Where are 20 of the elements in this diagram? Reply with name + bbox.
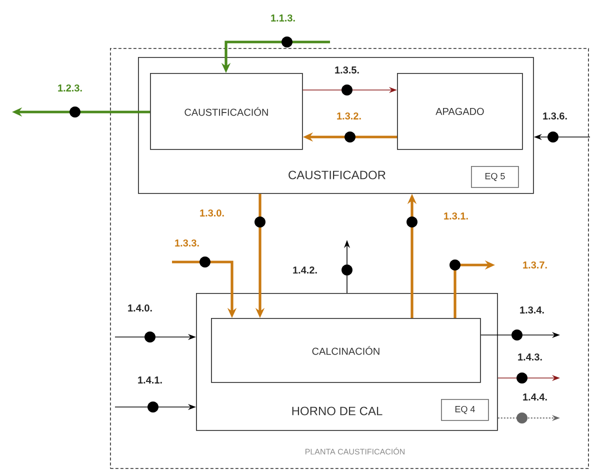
stream-label: 1.3.7. — [523, 261, 547, 269]
stream-label: 1.3.1. — [444, 212, 468, 220]
process-box: APAGADO — [397, 73, 523, 150]
stream-label: 1.1.3. — [271, 14, 295, 22]
equipment-tag: EQ 5 — [471, 166, 519, 188]
stream-label: 1.3.2. — [337, 112, 361, 120]
equipment-tag: EQ 4 — [441, 399, 489, 421]
stream-label: 1.3.4. — [520, 306, 544, 314]
stream-label: 1.4.2. — [293, 266, 317, 274]
process-box: CAUSTIFICACIÓN — [150, 73, 303, 150]
stream-label: 1.2.3. — [58, 84, 82, 92]
stream-label: 1.4.0. — [128, 304, 152, 312]
process-box: CALCINACIÓN — [211, 318, 481, 383]
stream-label: 1.3.0. — [200, 209, 224, 217]
stream-label: 1.3.3. — [175, 239, 199, 247]
stream-label: 1.4.3. — [518, 353, 542, 361]
stream-label: 1.3.6. — [543, 112, 567, 120]
stream-label: 1.4.4. — [523, 394, 547, 400]
stream-label: 1.3.5. — [335, 66, 359, 74]
stream-label: 1.4.1. — [138, 376, 162, 384]
